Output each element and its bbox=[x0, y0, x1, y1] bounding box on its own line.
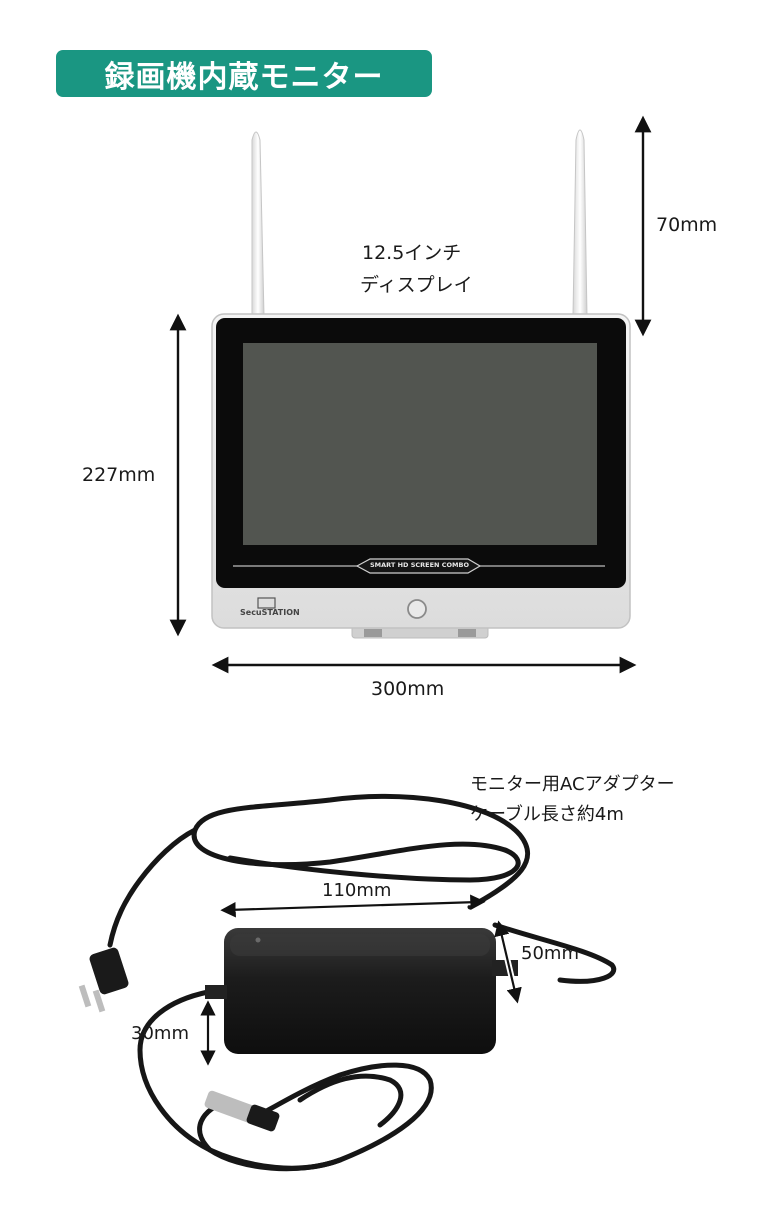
monitor-body bbox=[211, 313, 631, 629]
antenna-height-label: 70mm bbox=[656, 214, 718, 236]
dc-plug bbox=[204, 1090, 280, 1132]
display-size-label-1: 12.5インチ bbox=[362, 242, 462, 264]
adapter-cable bbox=[107, 793, 617, 1172]
section-title-badge: 録画機内蔵モニター bbox=[56, 50, 432, 97]
display-size-label-2: ディスプレイ bbox=[360, 274, 473, 296]
antenna-left bbox=[251, 131, 265, 317]
adapter-depth-label: 50mm bbox=[521, 943, 579, 964]
antenna-right bbox=[572, 129, 588, 317]
monitor-height-label: 227mm bbox=[82, 464, 156, 486]
bezel-text: SMART HD SCREEN COMBO bbox=[370, 561, 469, 569]
brand-logo-text: SecuSTATION bbox=[240, 608, 300, 617]
adapter-caption-2: ケーブル長さ約4m bbox=[470, 804, 624, 825]
monitor-width-label: 300mm bbox=[371, 678, 445, 700]
adapter-thickness-label: 30mm bbox=[131, 1023, 189, 1044]
dim-arrow-adapter-depth bbox=[494, 920, 522, 1004]
adapter-body bbox=[205, 928, 518, 1054]
power-plug bbox=[78, 947, 129, 1013]
dim-arrow-adapter-length-inner bbox=[220, 894, 486, 918]
adapter-length-label: 110mm bbox=[322, 880, 392, 901]
adapter-caption-1: モニター用ACアダプター bbox=[470, 774, 675, 795]
